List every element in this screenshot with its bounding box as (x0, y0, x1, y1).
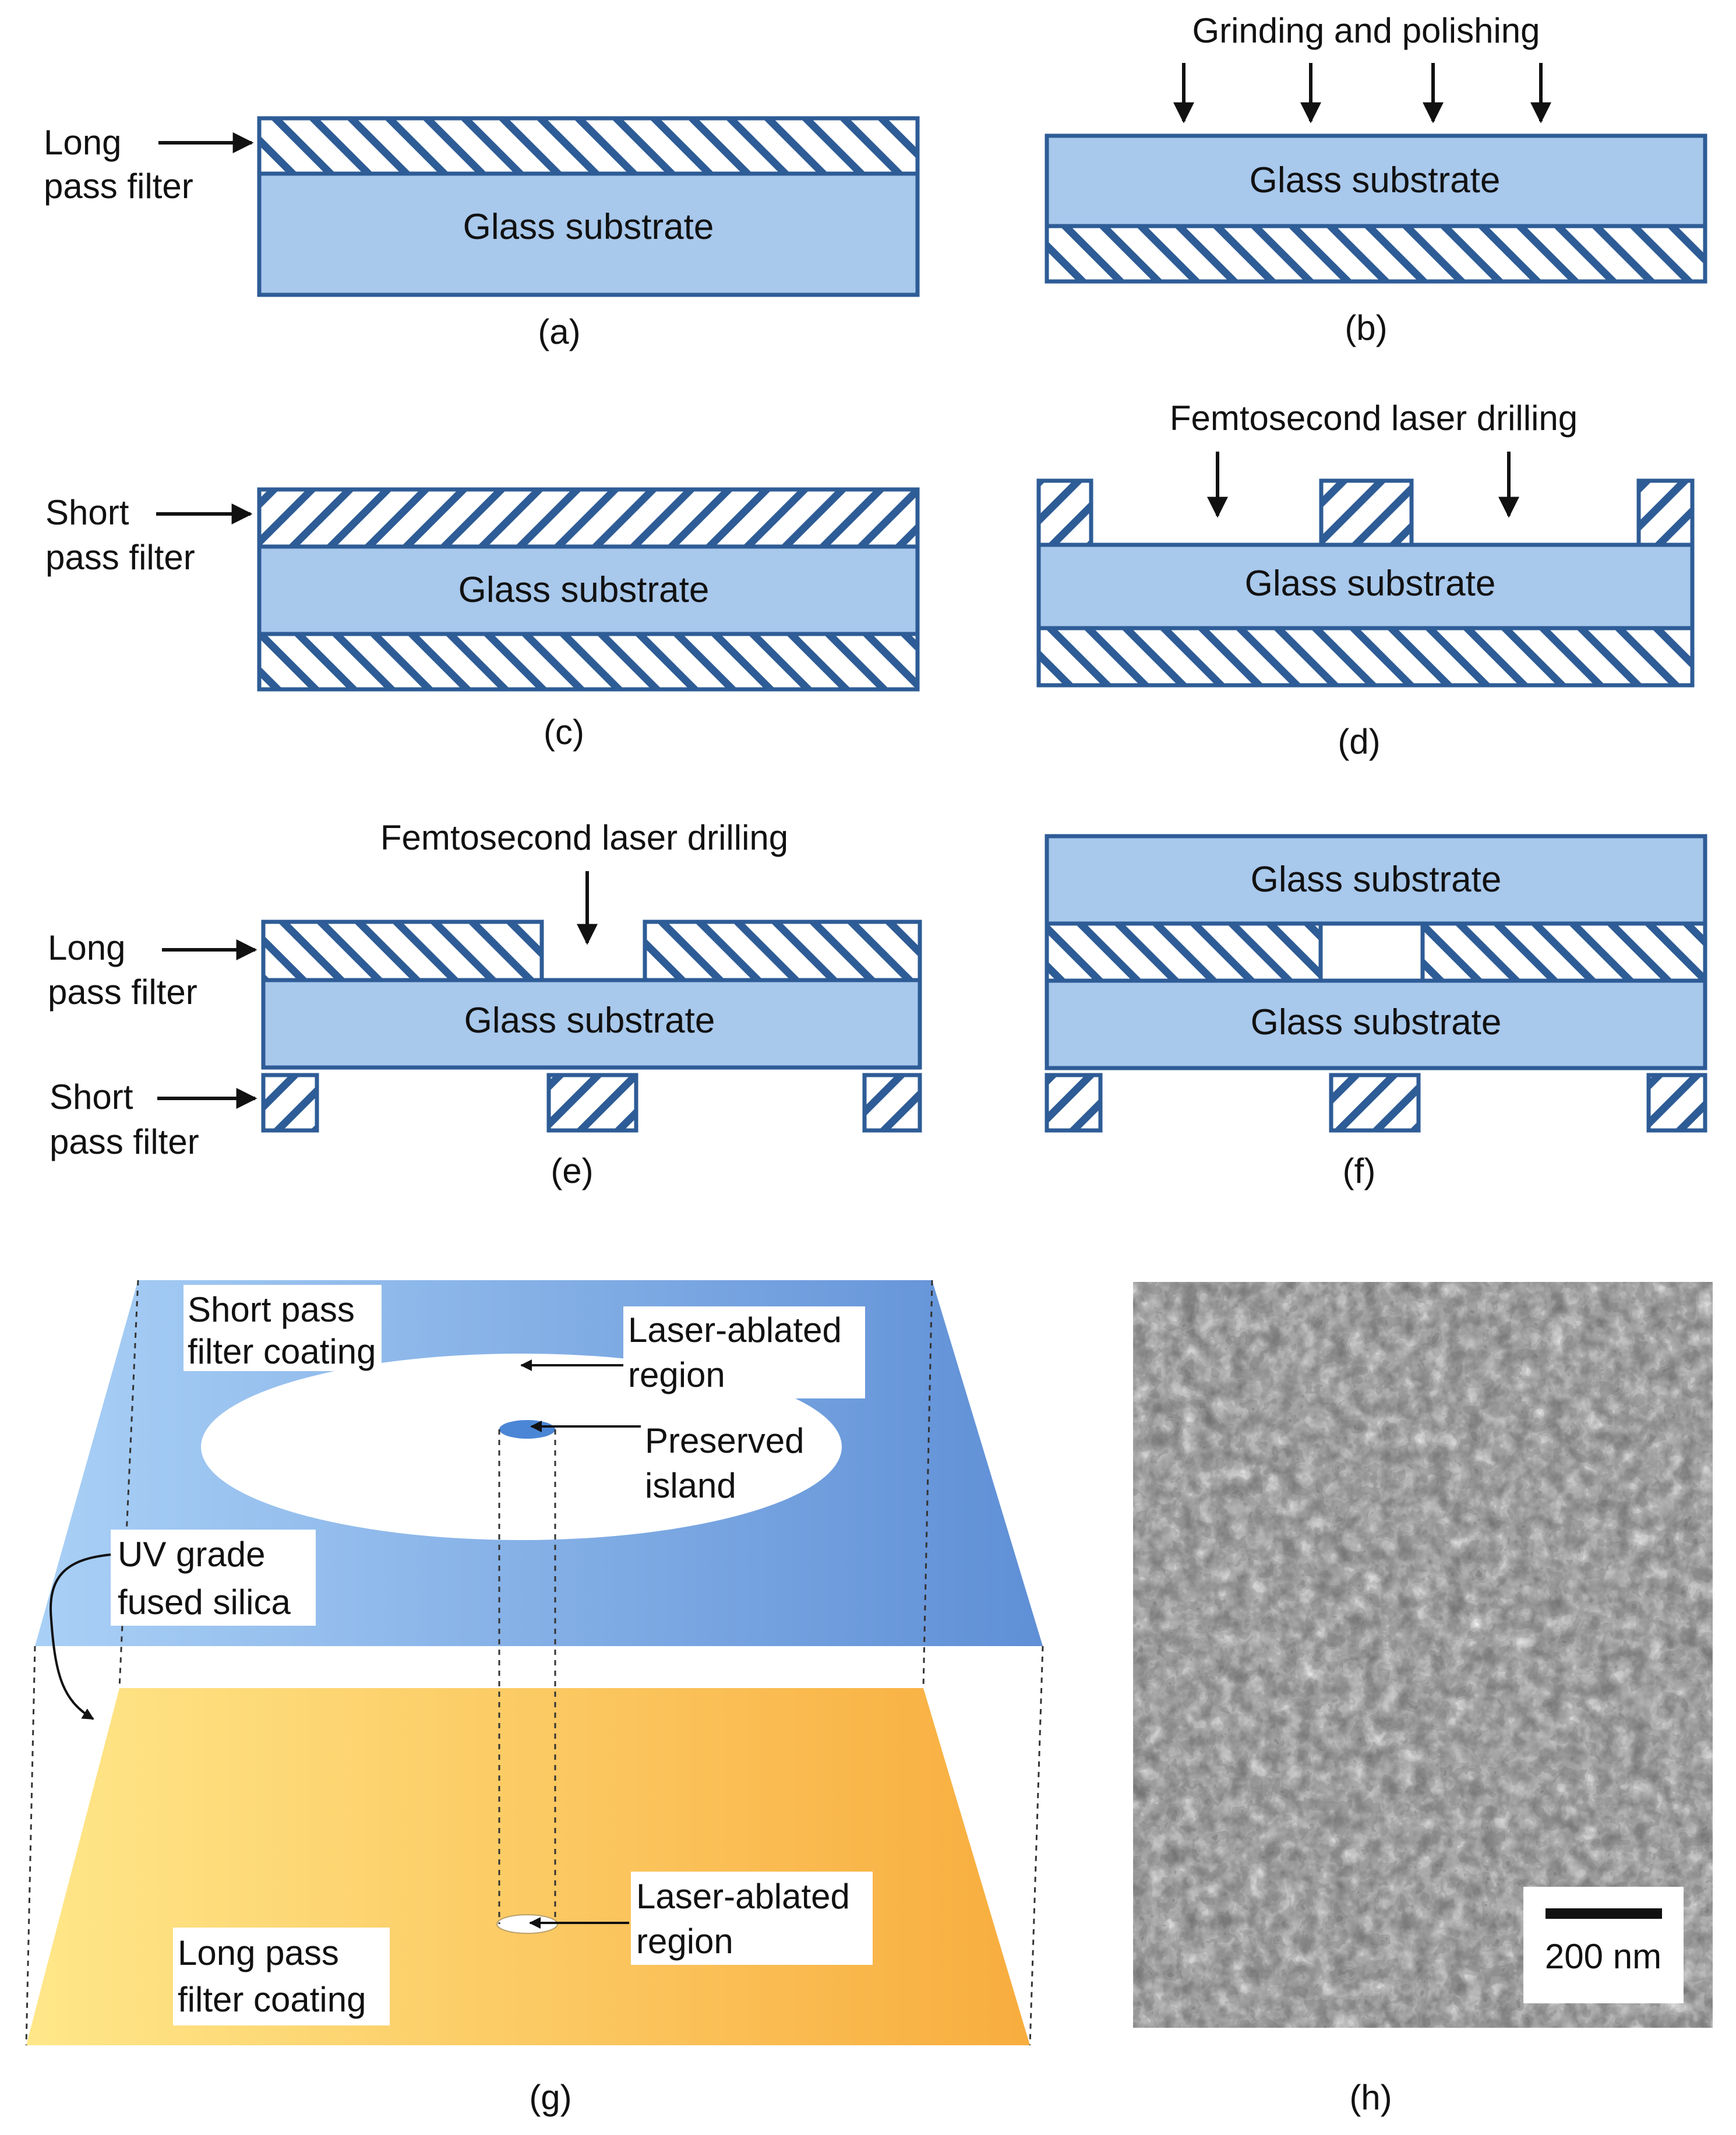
air-gap (1318, 921, 1425, 983)
silica-label-line2: fused silica (118, 1583, 291, 1622)
glass-substrate-layer (261, 978, 922, 1070)
panel-d: Femtosecond laser drilling Glass substra… (1036, 399, 1695, 761)
short-pass-pad-right (1646, 1073, 1707, 1133)
projection-lines (25, 1280, 1044, 2046)
long-pass-filter-layer (257, 632, 920, 692)
glass-substrate-layer (257, 171, 920, 297)
long-filter-label-line2: pass filter (48, 973, 197, 1012)
substrate-label: Glass substrate (458, 570, 710, 610)
ablated-top-label-box (623, 1306, 865, 1398)
caption-c: (c) (544, 713, 584, 752)
long-pass-filter-right (1420, 921, 1707, 983)
caption-h: (h) (1349, 2078, 1392, 2117)
silica-pointer-arrow (50, 1553, 111, 1720)
substrate-label: Glass substrate (463, 207, 714, 247)
long-pass-filter-left (261, 919, 544, 982)
long-pass-filter-left (1045, 921, 1323, 983)
filter-label-line2: pass filter (45, 538, 195, 577)
short-coating-label-box (184, 1285, 382, 1371)
long-pass-filter-layer (1036, 626, 1695, 688)
ablated-bottom-label-box (631, 1872, 873, 1965)
silica-label-box (111, 1530, 316, 1626)
ablated-bottom-label-line1: Laser-ablated (636, 1877, 850, 1916)
long-pass-filter-layer (1045, 224, 1707, 284)
filter-pad-right (1636, 478, 1695, 547)
panel-c: Glass substrate Short pass filter (c) (45, 487, 920, 752)
caption-e: (e) (551, 1151, 593, 1190)
long-coating-label-line1: Long pass (178, 1933, 339, 1972)
caption-b: (b) (1345, 308, 1387, 347)
short-pass-pad-center (1329, 1073, 1421, 1133)
caption-a: (a) (538, 312, 580, 351)
short-pass-pad-right (862, 1073, 922, 1133)
long-pass-filter-layer (257, 116, 920, 176)
island-label-line2: island (645, 1466, 736, 1505)
short-coating-label-line1: Short pass (188, 1290, 355, 1329)
panel-a: Glass substrate Long pass filter (a) (44, 116, 920, 351)
panel-e: Femtosecond laser drilling Glass substra… (48, 818, 922, 1190)
caption-g: (g) (529, 2078, 571, 2117)
process-label: Femtosecond laser drilling (1170, 399, 1578, 438)
short-pass-pad-center (546, 1073, 638, 1133)
short-pass-filter-layer (257, 487, 920, 549)
panel-b: Grinding and polishing Glass substrate (… (1045, 11, 1707, 347)
glass-substrate-layer (1036, 542, 1695, 630)
filter-pad-center (1319, 478, 1414, 547)
long-pass-filter-right (643, 919, 922, 982)
glass-substrate-bottom (1045, 978, 1707, 1070)
short-coating-label-line2: filter coating (188, 1332, 376, 1371)
panel-g: Short pass filter coating Laser-ablated … (25, 1280, 1044, 2117)
laser-ablated-region-top (201, 1354, 842, 1540)
filter-pad-left (1036, 478, 1093, 547)
substrate-label: Glass substrate (1245, 563, 1496, 604)
filter-label-line1: Short (45, 493, 129, 532)
long-coating-label-box (173, 1928, 390, 2025)
scale-bar-label: 200 nm (1545, 1937, 1661, 1976)
long-coating-label-line2: filter coating (178, 1980, 366, 2019)
ablated-top-label-line1: Laser-ablated (628, 1310, 842, 1350)
scale-bar (1546, 1908, 1662, 1919)
panel-f: Glass substrate Glass substrate (f) (1045, 834, 1707, 1190)
short-pass-pad-left (1045, 1073, 1103, 1133)
glass-substrate-top (1045, 834, 1707, 926)
ablated-bottom-label-line2: region (636, 1922, 733, 1961)
caption-f: (f) (1343, 1151, 1376, 1190)
long-filter-label-line1: Long (48, 928, 125, 967)
filter-label-line2: pass filter (44, 167, 193, 206)
substrate-bottom-label: Glass substrate (1251, 1002, 1502, 1042)
substrate-label: Glass substrate (1250, 160, 1501, 200)
caption-d: (d) (1338, 722, 1380, 761)
island-label-line1: Preserved (645, 1421, 804, 1460)
panel-h: 200 nm (h) (1133, 1282, 1713, 2117)
silica-label-line1: UV grade (118, 1535, 265, 1574)
short-filter-label-line1: Short (50, 1077, 133, 1116)
filter-label-line1: Long (44, 123, 121, 162)
preserved-island (499, 1420, 555, 1439)
process-label: Femtosecond laser drilling (380, 818, 788, 857)
substrate-label: Glass substrate (464, 1000, 715, 1041)
scale-bar-box (1523, 1887, 1684, 2003)
short-filter-label-line2: pass filter (50, 1122, 199, 1161)
glass-substrate-layer (257, 544, 920, 636)
short-pass-pad-left (261, 1073, 319, 1133)
process-label: Grinding and polishing (1192, 11, 1540, 50)
substrate-top-label: Glass substrate (1251, 859, 1502, 900)
ablated-top-label-line2: region (628, 1355, 725, 1394)
